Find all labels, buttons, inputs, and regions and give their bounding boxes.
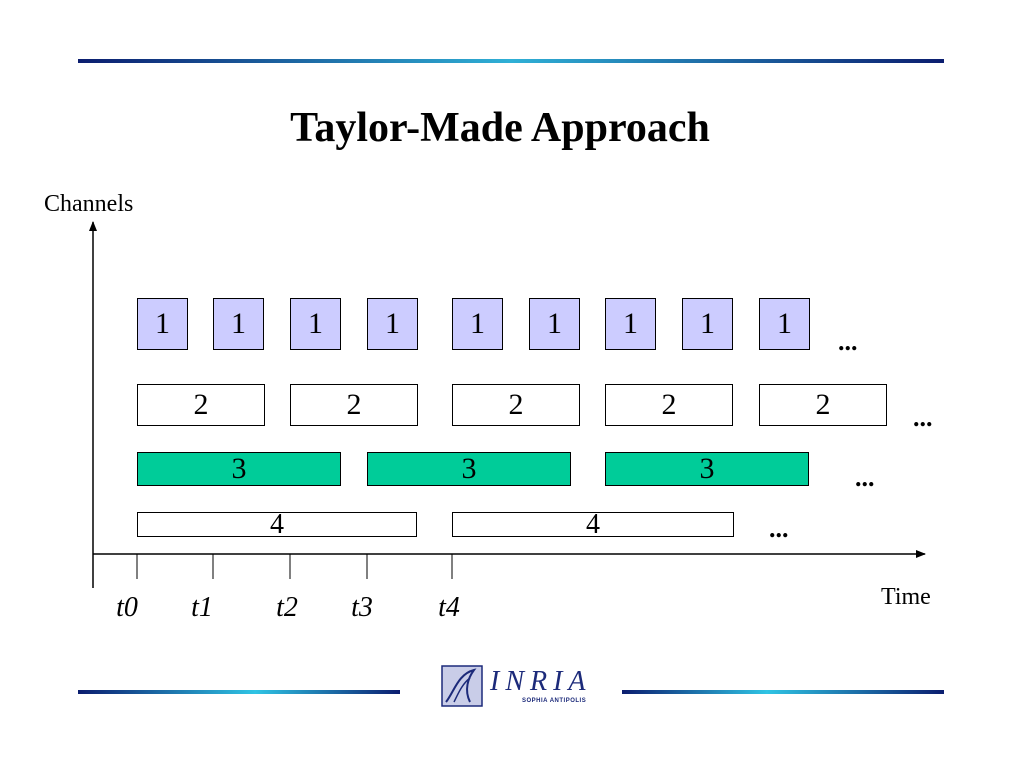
channel-1-slot: 1 [452,298,503,350]
channel-4-slot: 4 [452,510,734,538]
slide-title: Taylor-Made Approach [290,105,710,151]
channel-3-slot: 3 [605,452,809,486]
time-tick-label: t3 [351,592,373,623]
channel-2-slot: 2 [290,384,418,426]
channel-1-slot: 1 [367,298,418,350]
time-tick-label: t0 [116,592,138,623]
channel-3-slot: 3 [137,452,341,486]
bottom-left-divider [78,690,400,694]
channel-2-ellipsis: ... [913,403,933,432]
channel-4-slot: 4 [137,510,417,538]
x-axis-label: Time [881,584,931,610]
channel-3-ellipsis: ... [855,463,875,492]
channel-1-slot: 1 [759,298,810,350]
channel-1-slot: 1 [605,298,656,350]
channel-2-slot: 2 [759,384,887,426]
channel-1-slot: 1 [213,298,264,350]
top-divider [78,59,944,63]
time-tick-label: t4 [438,592,460,623]
channel-2-slot: 2 [452,384,580,426]
channel-1-slot: 1 [682,298,733,350]
inria-logo: INRIA SOPHIA ANTIPOLIS [440,664,602,710]
y-axis-label: Channels [44,191,134,217]
bottom-right-divider [622,690,944,694]
channel-2-slot: 2 [137,384,265,426]
channel-1-slot: 1 [290,298,341,350]
logo-subtitle: SOPHIA ANTIPOLIS [522,698,587,704]
time-tick-label: t1 [191,592,213,623]
channel-1-slot: 1 [529,298,580,350]
channel-4-ellipsis: ... [769,514,789,543]
time-tick-label: t2 [276,592,298,623]
channel-3-slot: 3 [367,452,571,486]
channel-1-ellipsis: ... [838,327,858,356]
logo-wordmark: INRIA [490,666,592,697]
channel-2-slot: 2 [605,384,733,426]
inria-emblem-icon [441,665,483,707]
channel-1-slot: 1 [137,298,188,350]
